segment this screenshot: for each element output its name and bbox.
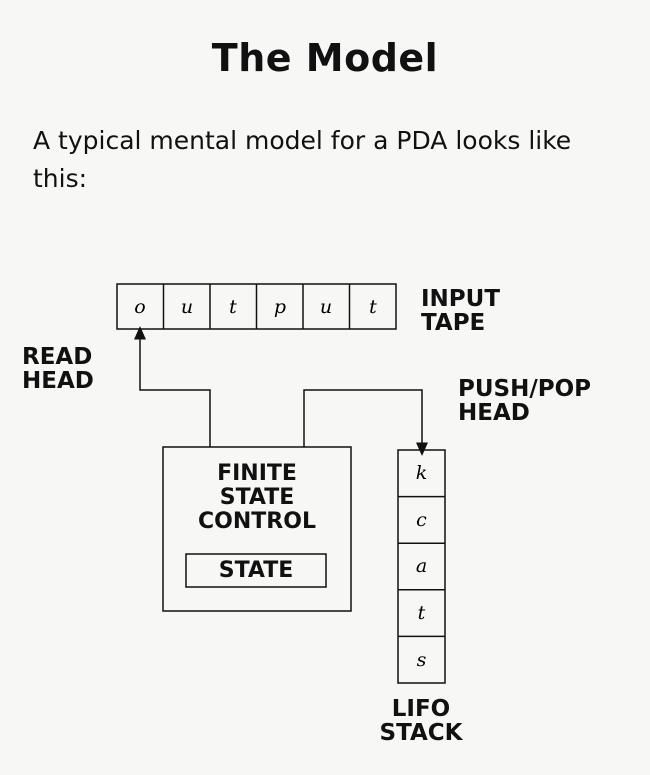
- push-pop-head-line: [303, 389, 428, 456]
- tape-cell: t: [369, 296, 377, 318]
- finite-state-control-label: FINITE STATE CONTROL: [198, 461, 316, 534]
- input-tape: o u t p u t: [116, 283, 397, 330]
- read-head-label: READ HEAD: [22, 344, 94, 394]
- tape-cell: p: [274, 296, 286, 318]
- stack-cell: s: [417, 649, 427, 671]
- tape-cell: u: [181, 296, 193, 318]
- lifo-stack-label: LIFO STACK: [379, 696, 463, 746]
- page-title: The Model: [211, 36, 439, 80]
- intro-text: A typical mental model for a PDA looks l…: [33, 126, 572, 193]
- stack-cell: a: [416, 555, 427, 577]
- state-label: STATE: [218, 558, 294, 583]
- read-head-line: [134, 326, 211, 447]
- finite-state-control-box: [162, 446, 352, 612]
- input-tape-label: INPUT TAPE: [421, 286, 501, 336]
- tape-cell: u: [320, 296, 332, 318]
- lifo-stack: k c a t s: [397, 449, 446, 684]
- stack-cell: t: [418, 602, 426, 624]
- state-box: [185, 553, 327, 588]
- tape-cell: t: [229, 296, 237, 318]
- stack-cell: k: [416, 462, 428, 484]
- stack-cell: c: [416, 509, 427, 531]
- tape-cell: o: [134, 296, 145, 318]
- push-pop-head-label: PUSH/POP HEAD: [458, 376, 592, 426]
